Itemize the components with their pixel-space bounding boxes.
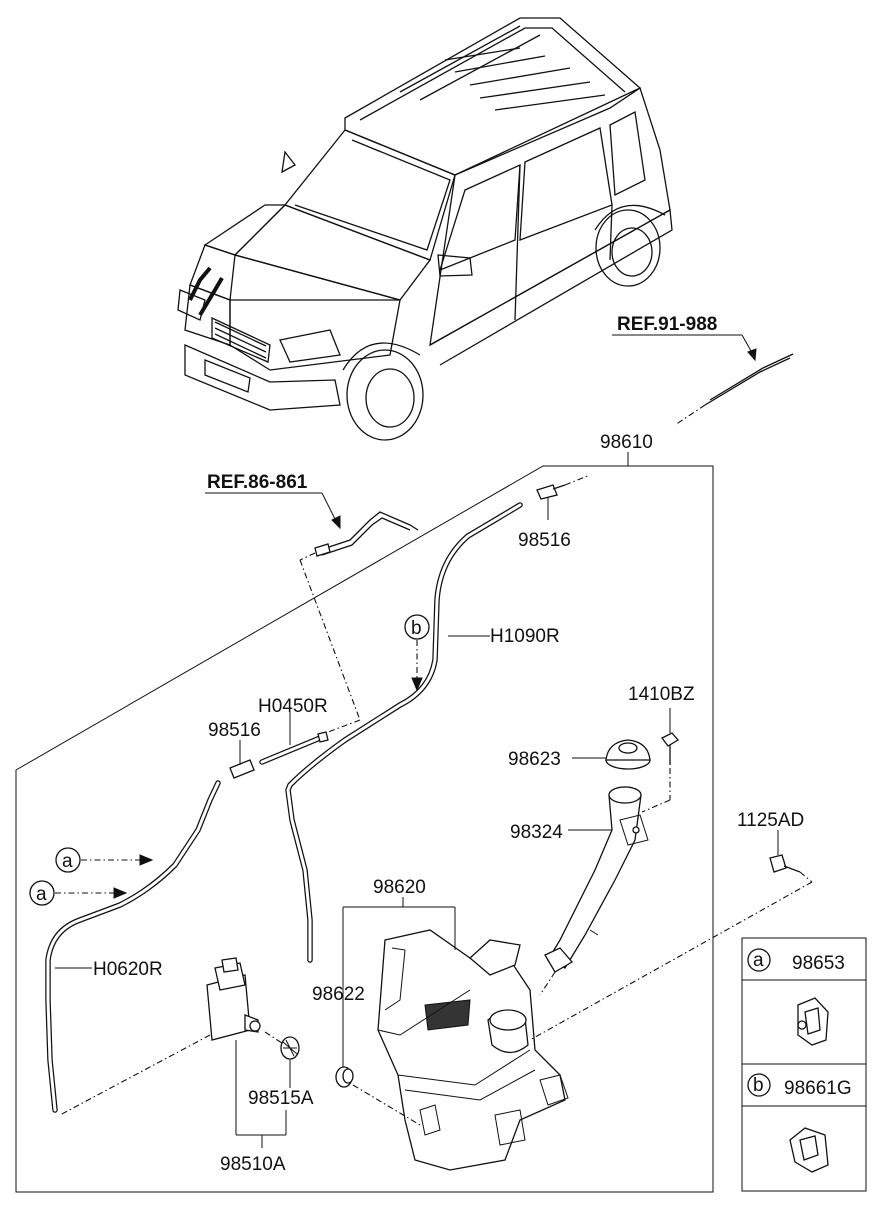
bolt-right-part-number: 1125AD xyxy=(737,810,804,831)
hose-short-part-number: H0450R xyxy=(258,696,328,717)
hose-left-part-number: H0620R xyxy=(93,959,163,980)
vehicle-illustration xyxy=(177,17,673,441)
filter xyxy=(280,1036,300,1088)
legend-table: a 98653 b 98661G xyxy=(741,937,867,1192)
svg-text:b: b xyxy=(411,618,422,639)
svg-text:a: a xyxy=(36,884,47,905)
grommet-part-number: 98622 xyxy=(312,984,365,1005)
connector-left xyxy=(229,740,255,779)
filler-neck-part-number: 98324 xyxy=(510,822,563,843)
ref-91-988-leader xyxy=(612,334,794,426)
bolt-right xyxy=(529,830,813,1041)
ref-86-861-leader xyxy=(205,492,419,736)
legend-a-key: a xyxy=(753,950,764,971)
filler-neck xyxy=(539,786,649,996)
assembly-part-number: 98610 xyxy=(600,432,653,453)
ref-86-861-label: REF.86-861 xyxy=(207,472,308,493)
clip-b-icon xyxy=(789,1127,829,1173)
connector-top xyxy=(536,474,591,520)
reservoir-cap xyxy=(572,739,651,770)
legend-a-part-number: 98653 xyxy=(792,953,845,974)
filter-part-number: 98515A xyxy=(248,1088,314,1109)
ref-91-988-label: REF.91-988 xyxy=(617,314,717,335)
reservoir-part-number: 98620 xyxy=(373,877,426,898)
bolt-top-part-number: 1410BZ xyxy=(628,684,695,705)
legend-a-marker xyxy=(747,948,771,972)
connector-top-part-number: 98516 xyxy=(518,530,571,551)
legend-b-key: b xyxy=(753,1075,764,1096)
legend-b-part-number: 98661G xyxy=(784,1078,852,1099)
connector-left-part-number: 98516 xyxy=(208,720,261,741)
pump-part-number: 98510A xyxy=(220,1154,286,1175)
cap-part-number: 98623 xyxy=(508,749,561,770)
bolt-top xyxy=(641,708,679,813)
grommet xyxy=(335,1066,421,1126)
svg-text:a: a xyxy=(62,851,73,872)
hose-left xyxy=(45,780,221,1113)
legend-b-marker xyxy=(747,1073,771,1097)
callout-a-lower: a xyxy=(29,880,128,906)
assembly-boundary xyxy=(15,465,714,1193)
washer-reservoir xyxy=(377,929,569,1171)
hose-long-part-number: H1090R xyxy=(490,626,560,647)
clip-a-icon xyxy=(797,997,829,1046)
callout-b: b xyxy=(404,614,430,692)
callout-a-upper: a xyxy=(55,847,154,873)
washer-pump xyxy=(59,957,287,1148)
